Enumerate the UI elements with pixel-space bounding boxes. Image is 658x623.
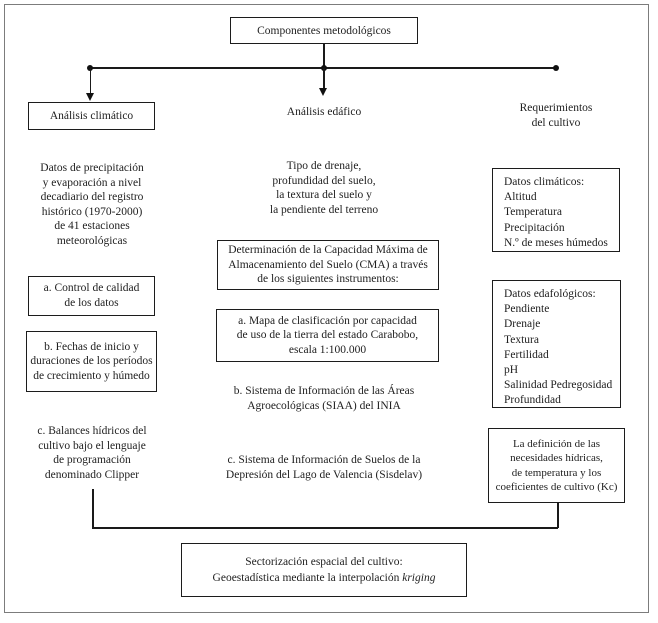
- middle-box-mapa-clasificacion: a. Mapa de clasificación por capacidad d…: [216, 309, 439, 362]
- connector-left-bottom-vertical: [92, 489, 94, 528]
- middle-item-siaa-inia: b. Sistema de Información de las Áreas A…: [233, 385, 415, 412]
- bottom-box-line1: Sectorización espacial del cultivo:: [245, 556, 403, 568]
- connector-root-vertical: [323, 44, 325, 68]
- root-box-componentes-metodologicos: Componentes metodológicos: [230, 17, 418, 44]
- bottom-box-sectorizacion: Sectorización espacial del cultivo: Geoe…: [181, 543, 467, 597]
- right-box-soil-title: Datos edafológicos:: [504, 288, 596, 300]
- left-intro-text: Datos de precipitación y evaporación a n…: [40, 162, 144, 247]
- header-box-analisis-climatico: Análisis climático: [28, 102, 155, 130]
- middle-item-sisdelav: c. Sistema de Información de Suelos de l…: [225, 454, 423, 481]
- right-box-datos-edafologicos: Datos edafológicos: Pendiente Drenaje Te…: [492, 280, 621, 408]
- middle-intro-text: Tipo de drenaje, profundidad del suelo, …: [269, 160, 379, 216]
- bottom-box-label: Sectorización espacial del cultivo: Geoe…: [213, 554, 436, 586]
- right-box-definition-label: La definición de las necesidades hídrica…: [495, 438, 618, 493]
- left-box-fechas-periodos: b. Fechas de inicio y duraciones de los …: [26, 331, 157, 392]
- connector-left-vertical: [89, 68, 91, 94]
- right-box-datos-climaticos: Datos climáticos: Altitud Temperatura Pr…: [492, 168, 620, 252]
- root-box-label: Componentes metodológicos: [257, 24, 391, 37]
- junction-dot-right: [553, 65, 559, 71]
- outer-frame: [4, 4, 649, 613]
- bottom-box-line2: Geoestadística mediante la interpolación: [212, 572, 403, 584]
- right-box-climate-title: Datos climáticos:: [504, 176, 585, 188]
- left-box-control-calidad: a. Control de calidad de los datos: [28, 276, 155, 316]
- connector-right-bottom-vertical: [557, 502, 559, 528]
- arrow-down-center-icon: [319, 88, 327, 96]
- left-item-balances-hidricos: c. Balances hídricos del cultivo bajo el…: [37, 425, 147, 481]
- arrow-down-left-icon: [85, 93, 94, 101]
- middle-box-cma-label: Determinación de la Capacidad Máxima de …: [228, 244, 428, 286]
- middle-box-determinacion-cma: Determinación de la Capacidad Máxima de …: [217, 240, 439, 290]
- right-box-soil-items: Pendiente Drenaje Textura Fertilidad pH …: [504, 303, 613, 407]
- bottom-box-kriging: kriging: [402, 572, 436, 584]
- header-analisis-edafico: Análisis edáfico: [286, 106, 362, 118]
- connector-bottom-horizontal: [92, 527, 558, 529]
- left-box-a-label: a. Control de calidad de los datos: [43, 282, 140, 309]
- left-header-label: Análisis climático: [49, 110, 134, 122]
- header-requerimientos-cultivo: Requerimientos del cultivo: [519, 102, 593, 129]
- connector-center-vertical: [323, 68, 325, 89]
- right-box-climate-items: Altitud Temperatura Precipitación N.º de…: [504, 191, 608, 249]
- right-box-definicion-necesidades: La definición de las necesidades hídrica…: [488, 428, 625, 503]
- left-box-b-label: b. Fechas de inicio y duraciones de los …: [30, 340, 153, 382]
- middle-box-a-label: a. Mapa de clasificación por capacidad d…: [236, 314, 419, 356]
